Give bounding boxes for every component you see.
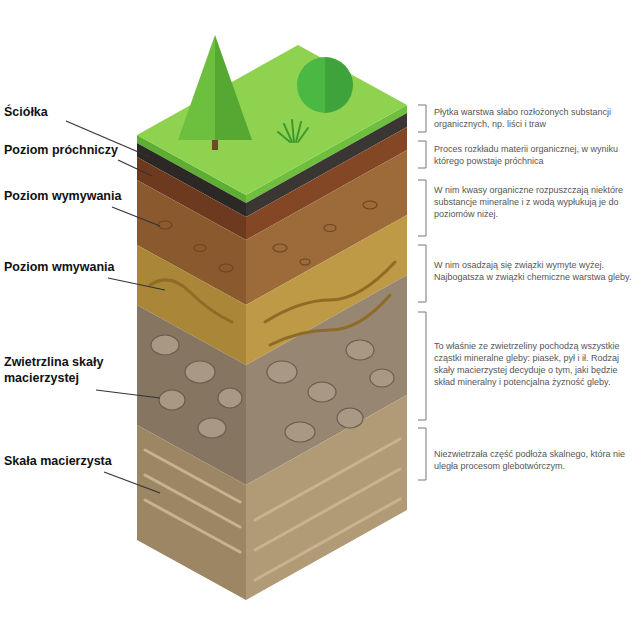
layer-name: Poziom wymywania	[4, 188, 121, 204]
rock-texture	[145, 439, 400, 580]
rock-texture	[145, 500, 240, 552]
leader-line	[96, 390, 160, 398]
layer-name: Poziom próchniczy	[4, 142, 118, 158]
bracket	[418, 105, 426, 480]
stone-texture	[151, 335, 179, 355]
grass-tuft	[292, 120, 294, 142]
soil-texture	[270, 295, 390, 345]
bush	[297, 57, 325, 113]
layer-name: Poziom wmywania	[4, 259, 114, 275]
stone-texture	[151, 335, 394, 442]
layer-name: Ściółka	[4, 104, 48, 120]
bracket	[418, 180, 426, 236]
bracket	[418, 428, 426, 480]
soil-texture	[273, 244, 287, 252]
layer-description: Niezwietrzała część podłoża skalnego, kt…	[434, 448, 636, 472]
stone-texture	[218, 388, 242, 408]
rock-texture	[145, 450, 240, 502]
grass-tuft	[278, 132, 290, 142]
layer-description: To właśnie ze zwietrzeliny pochodzą wszy…	[434, 340, 636, 388]
bracket	[418, 245, 426, 302]
leader-line	[108, 278, 165, 290]
soil-texture	[219, 264, 233, 272]
stone-texture	[346, 340, 374, 360]
layer-name: Skała macierzysta	[4, 453, 112, 469]
stone-texture	[267, 361, 297, 383]
soil-texture	[300, 259, 310, 265]
grass-tuft	[278, 120, 308, 142]
stone-texture	[308, 382, 336, 402]
stone-texture	[370, 369, 394, 387]
soil-texture	[194, 245, 206, 252]
layer-description: W nim osadzają się związki wymyte wyżej.…	[434, 259, 636, 283]
leader-line	[112, 207, 160, 226]
stone-texture	[159, 390, 185, 410]
soil-texture	[158, 221, 172, 229]
stone-texture	[185, 361, 215, 383]
stone-texture	[285, 422, 315, 442]
tree-crown	[215, 35, 252, 140]
bracket	[418, 105, 426, 132]
soil-texture	[158, 201, 377, 272]
stone-texture	[198, 418, 226, 438]
leader-line	[118, 160, 152, 176]
grass-surface	[137, 45, 407, 195]
soil-texture	[324, 225, 336, 232]
rock-texture	[145, 475, 240, 527]
soil-texture	[265, 262, 395, 322]
bush	[325, 57, 353, 113]
layer-description: Proces rozkładu materii organicznej, w w…	[434, 143, 636, 167]
bracket	[418, 141, 426, 168]
stone-texture	[337, 408, 363, 428]
leader-line	[66, 121, 165, 493]
soil-texture	[363, 201, 377, 209]
tree-crown	[178, 35, 215, 140]
soil-texture	[150, 262, 395, 345]
layer-description: W nim kwasy organiczne rozpuszczają niek…	[434, 184, 636, 220]
leader-line	[104, 472, 160, 493]
layer-description: Płytka warstwa słabo rozłożonych substan…	[434, 106, 636, 130]
bedrock-layer	[137, 425, 246, 600]
bracket	[418, 312, 426, 420]
soil-texture	[150, 280, 232, 322]
bedrock-layer	[246, 395, 407, 600]
layer-name: Zwietrzlina skały macierzystej	[4, 354, 136, 386]
grass-tuft	[298, 128, 308, 142]
rock-texture	[255, 499, 400, 580]
